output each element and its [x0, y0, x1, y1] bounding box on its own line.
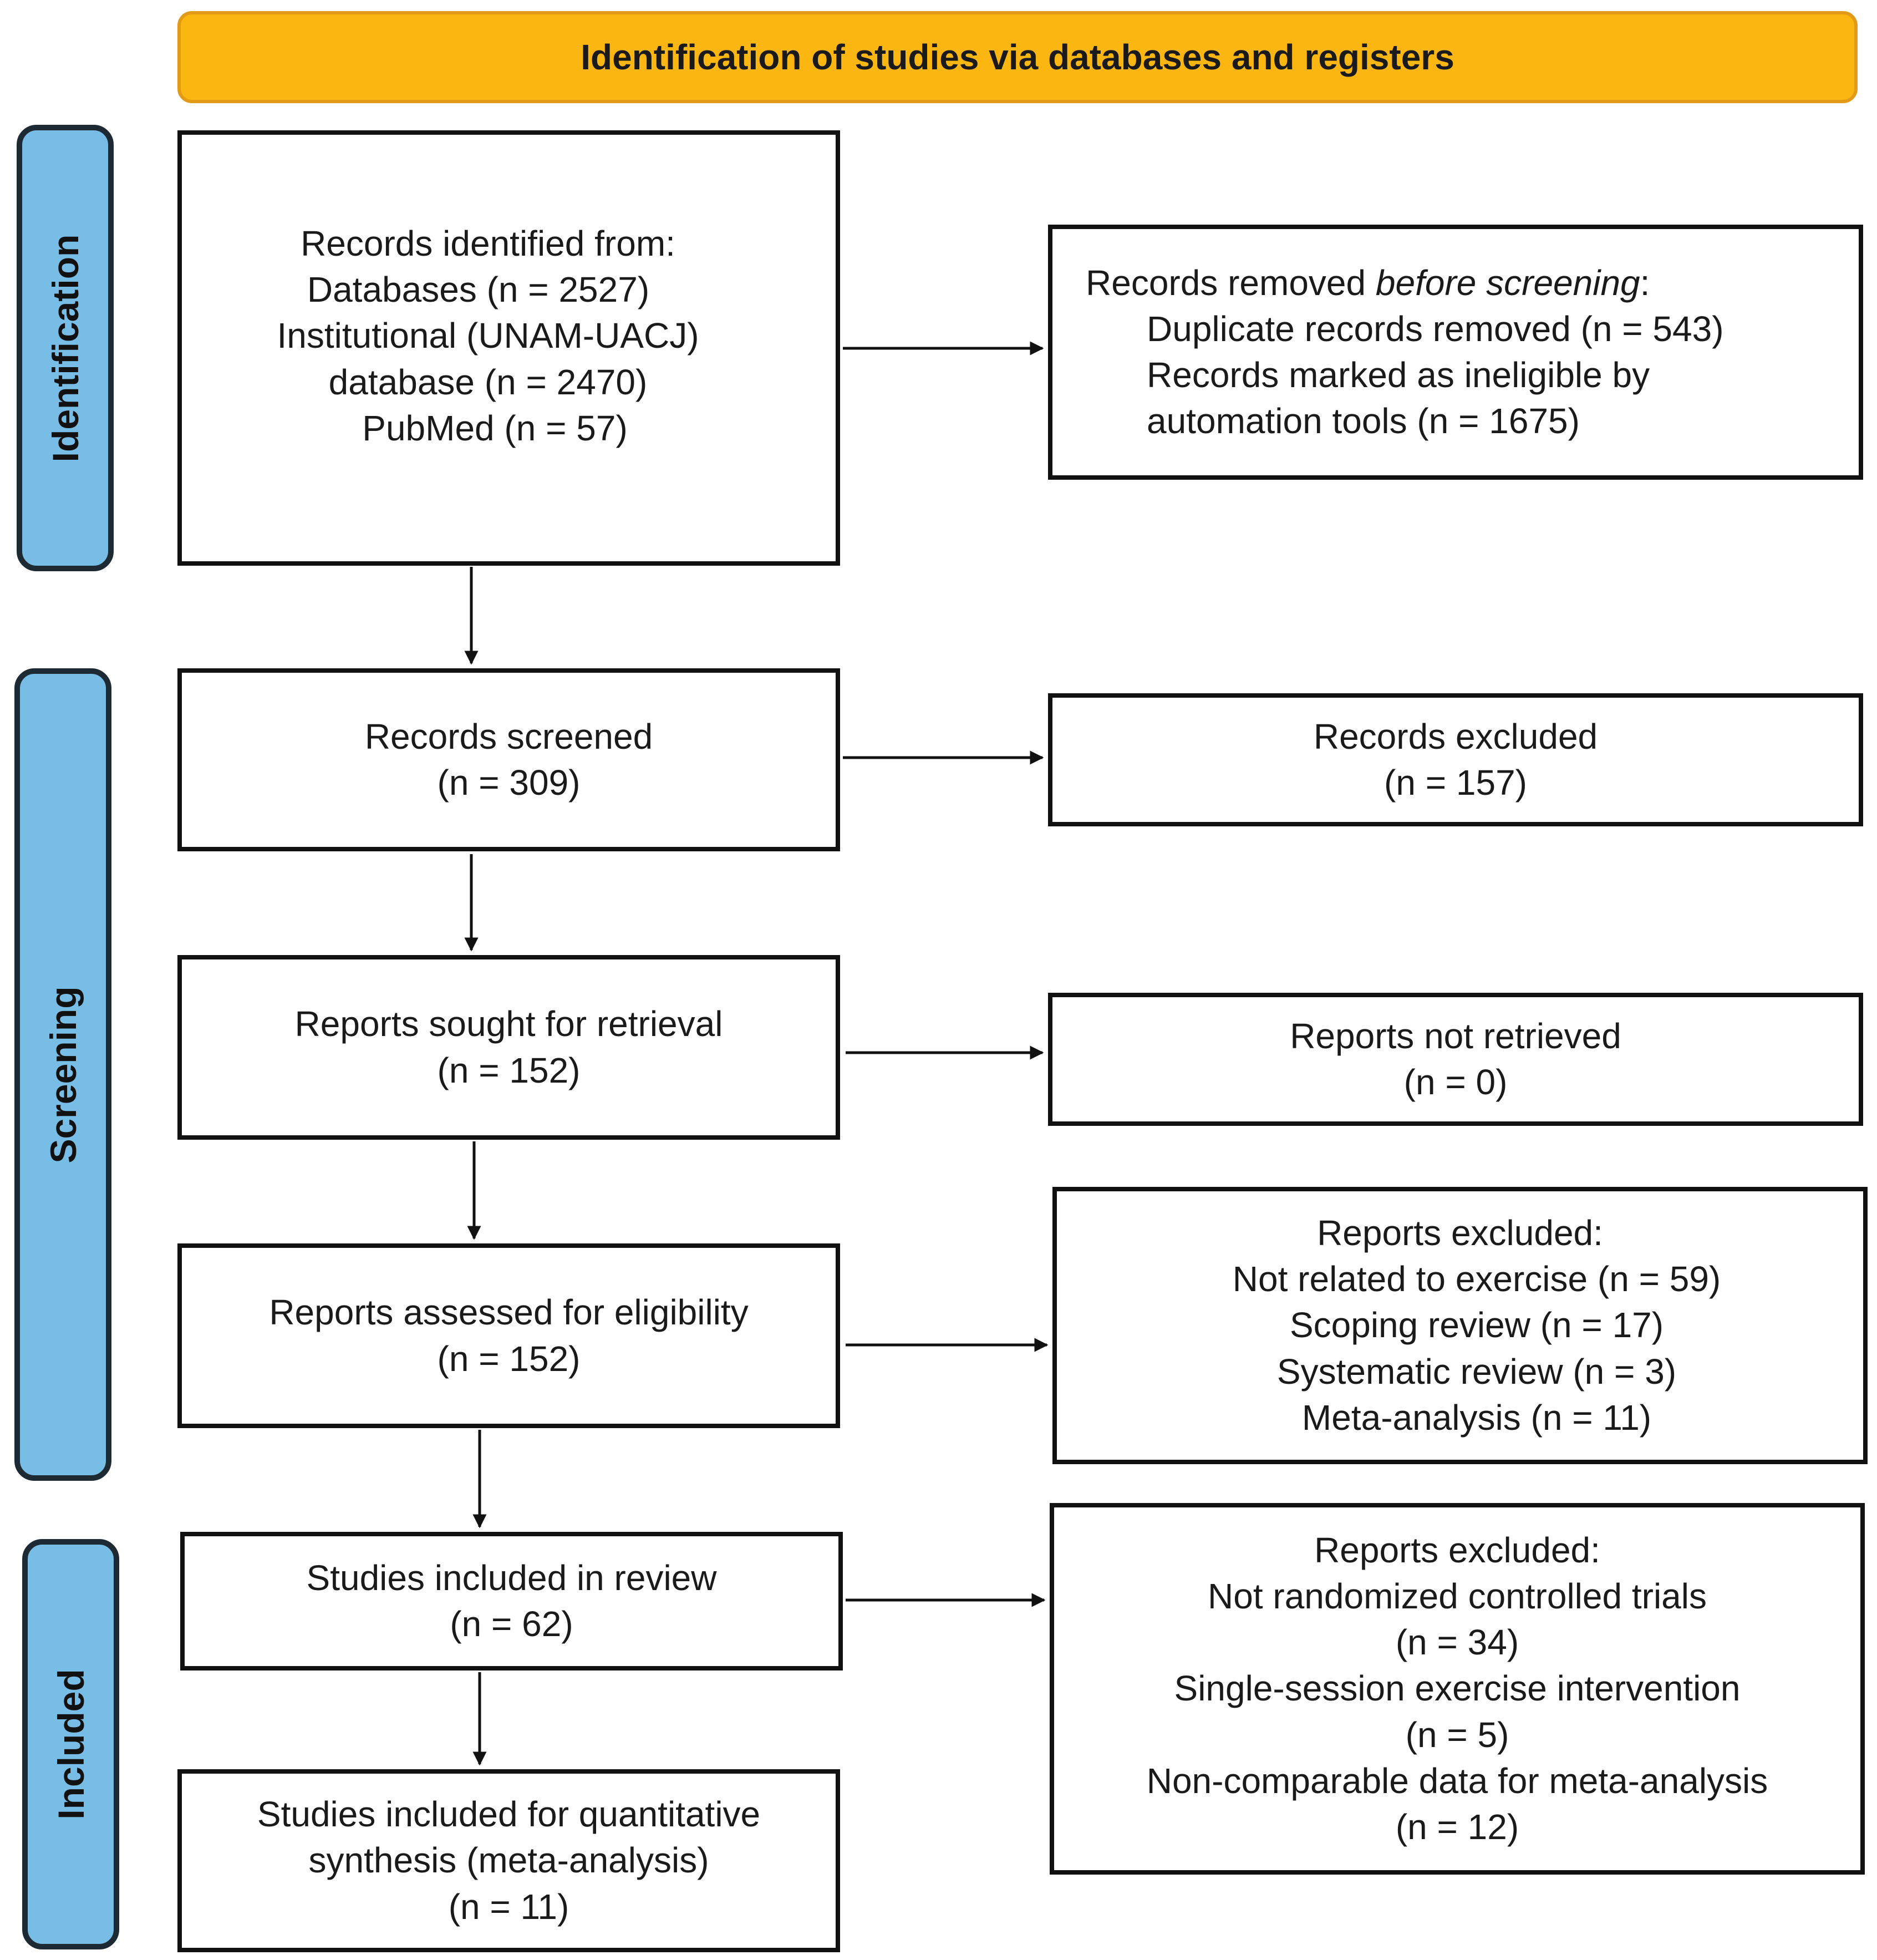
box-reports-assessed: Reports assessed for eligibility (n = 15…: [177, 1243, 840, 1428]
header-title: Identification of studies via databases …: [581, 37, 1454, 77]
reports-excluded-1-line-0: Reports excluded:: [1317, 1213, 1603, 1253]
box-studies-quantitative: Studies included for quantitative synthe…: [177, 1769, 840, 1952]
assessed-line-0: Reports assessed for eligibility: [269, 1292, 749, 1333]
reports-excluded-2-line-5: Non-comparable data for meta-analysis: [1146, 1760, 1768, 1801]
reports-excluded-2-line-2: (n = 34): [1395, 1622, 1519, 1663]
box-reports-not-retrieved: Reports not retrieved (n = 0): [1048, 993, 1863, 1126]
identified-line-1: Databases (n = 2527): [307, 270, 650, 310]
included-review-line-1: (n = 62): [450, 1604, 573, 1644]
assessed-line-1: (n = 152): [437, 1338, 581, 1379]
identified-line-2: Institutional (UNAM-UACJ): [277, 316, 699, 356]
reports-excluded-1-line-1: Not related to exercise (n = 59): [1232, 1259, 1721, 1299]
box-records-identified: Records identified from: Databases (n = …: [177, 130, 840, 566]
not-retrieved-line-0: Reports not retrieved: [1290, 1015, 1621, 1056]
box-reports-excluded-eligibility: Reports excluded: Not related to exercis…: [1052, 1187, 1868, 1464]
reports-excluded-1-line-2: Scoping review (n = 17): [1289, 1305, 1664, 1345]
box-reports-sought: Reports sought for retrieval (n = 152): [177, 955, 840, 1140]
sought-line-1: (n = 152): [437, 1050, 581, 1090]
removed-title-prefix: Records removed: [1086, 262, 1376, 303]
stage-identification: Identification: [17, 125, 114, 571]
reports-excluded-2-line-3: Single-session exercise intervention: [1174, 1668, 1741, 1709]
identified-line-4: PubMed (n = 57): [362, 408, 628, 448]
removed-line-0: Duplicate records removed (n = 543): [1147, 308, 1724, 349]
removed-line-1: Records marked as ineligible by: [1147, 355, 1650, 395]
identified-line-3: database (n = 2470): [328, 362, 648, 402]
box-records-screened: Records screened (n = 309): [177, 668, 840, 851]
reports-excluded-1-line-4: Meta-analysis (n = 11): [1301, 1397, 1652, 1438]
box-records-removed: Records removed before screening: Duplic…: [1048, 225, 1863, 480]
quantitative-line-0: Studies included for quantitative: [257, 1794, 761, 1835]
reports-excluded-2-line-1: Not randomized controlled trials: [1208, 1576, 1707, 1617]
reports-excluded-2-line-6: (n = 12): [1395, 1806, 1519, 1847]
quantitative-line-2: (n = 11): [448, 1886, 569, 1927]
reports-excluded-2-line-0: Reports excluded:: [1314, 1530, 1600, 1570]
quantitative-line-1: synthesis (meta-analysis): [308, 1840, 709, 1881]
screened-line-1: (n = 309): [437, 763, 581, 803]
header-bar: Identification of studies via databases …: [177, 11, 1858, 103]
removed-title-italic: before screening: [1375, 262, 1640, 303]
removed-line-2: automation tools (n = 1675): [1147, 401, 1580, 441]
removed-title: Records removed before screening:: [1086, 260, 1650, 306]
included-review-line-0: Studies included in review: [306, 1557, 717, 1598]
excluded-line-0: Records excluded: [1313, 716, 1598, 756]
box-records-excluded: Records excluded (n = 157): [1048, 693, 1863, 826]
removed-title-suffix: :: [1640, 262, 1650, 303]
reports-excluded-1-line-3: Systematic review (n = 3): [1276, 1351, 1677, 1392]
box-reports-excluded-synthesis: Reports excluded: Not randomized control…: [1050, 1503, 1865, 1875]
stage-included: Included: [22, 1539, 119, 1949]
screened-line-0: Records screened: [364, 716, 653, 756]
identified-line-0: Records identified from:: [301, 224, 675, 263]
excluded-line-1: (n = 157): [1384, 763, 1527, 803]
sought-line-0: Reports sought for retrieval: [294, 1004, 723, 1044]
box-studies-included-review: Studies included in review (n = 62): [180, 1532, 843, 1670]
reports-excluded-2-line-4: (n = 5): [1405, 1714, 1509, 1755]
stage-screening: Screening: [14, 668, 111, 1481]
not-retrieved-line-1: (n = 0): [1403, 1062, 1508, 1102]
